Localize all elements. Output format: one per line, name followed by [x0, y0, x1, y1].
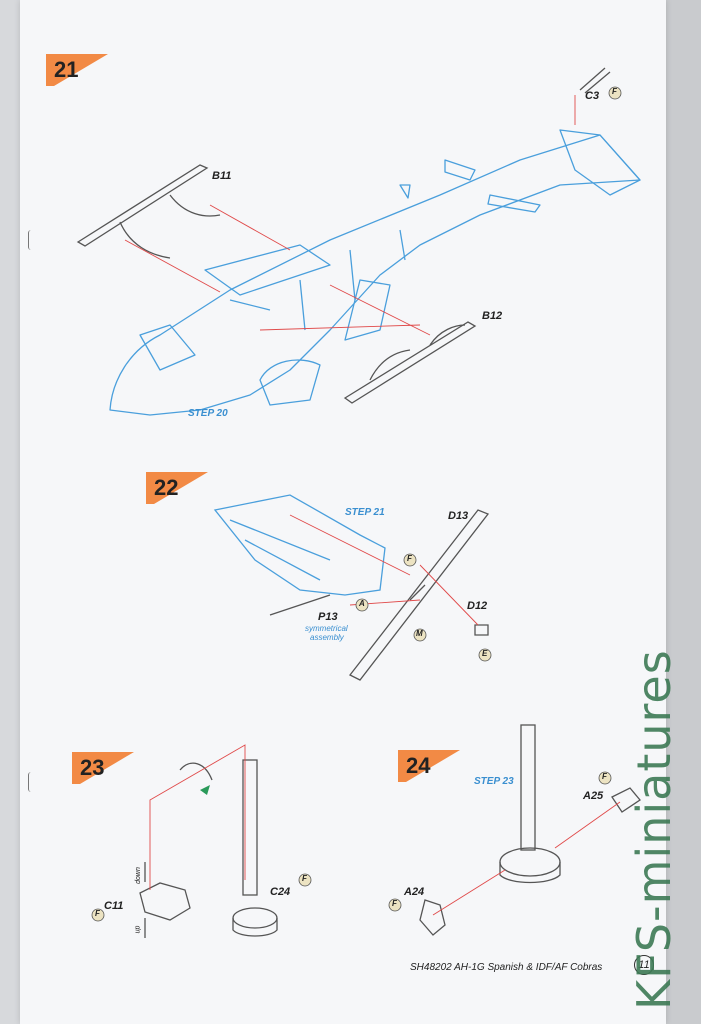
step-22-number: 22 — [154, 475, 179, 500]
flag-shape — [398, 750, 460, 782]
rotor-mast-parts — [139, 759, 278, 938]
helicopter-fuselage-drawing — [109, 129, 641, 416]
mast-assembly-parts — [419, 724, 641, 936]
part-label-a25: A25 — [583, 790, 604, 802]
step-24-reference: STEP 23 — [474, 776, 514, 787]
part-label-c11: C11 — [104, 900, 124, 912]
step-23-number: 23 — [80, 755, 105, 780]
direction-up: up — [134, 925, 142, 934]
step-22-flag: 22 — [146, 472, 208, 504]
flag-shape — [146, 472, 208, 504]
part-label-a24: A24 — [404, 886, 425, 898]
symmetrical-note-line1: symmetrical — [305, 624, 348, 633]
instruction-sheet — [20, 0, 666, 1024]
binding-clip — [28, 230, 35, 250]
part-label-b12: B12 — [482, 310, 503, 322]
page-number: 11 — [634, 955, 654, 975]
step-21-flag: 21 — [46, 54, 108, 86]
paint-code-p13: A — [359, 599, 365, 608]
symmetrical-note-line2: assembly — [310, 633, 344, 642]
step-24-number: 24 — [406, 753, 431, 778]
part-label-p13: P13 — [318, 611, 338, 623]
assembly-guide-lines — [124, 95, 621, 916]
step-21-reference: STEP 20 — [188, 408, 228, 419]
paint-code-a24: F — [392, 899, 397, 908]
part-label-c24: C24 — [270, 886, 291, 898]
paint-code-a25: F — [602, 772, 607, 781]
part-label-d12: D12 — [467, 600, 488, 612]
paint-code-mid: M — [416, 629, 423, 638]
skid-parts — [76, 67, 611, 404]
direction-down: down — [134, 867, 142, 884]
background — [666, 0, 701, 1024]
binding-clip — [28, 772, 35, 792]
flag-shape — [72, 752, 134, 784]
footer-product-name: SH48202 AH-1G Spanish & IDF/AF Cobras — [410, 962, 603, 973]
paint-code-c11: F — [95, 909, 100, 918]
step-24-flag: 24 — [398, 750, 460, 782]
step-23-flag: 23 — [72, 752, 134, 784]
paint-code-c3: F — [612, 87, 617, 96]
paint-code-d12: E — [482, 649, 488, 658]
step-22-reference: STEP 21 — [345, 507, 385, 518]
watermark: KFS-miniatures — [627, 649, 681, 1010]
step-21-number: 21 — [54, 57, 79, 82]
part-label-c3: C3 — [585, 90, 600, 102]
flag-shape — [46, 54, 108, 86]
direction-arrow-icon — [200, 785, 210, 795]
tail-boom-drawing — [213, 494, 386, 596]
part-label-d13: D13 — [448, 510, 469, 522]
tail-rotor-parts — [269, 509, 490, 681]
paint-code-top: F — [407, 554, 412, 563]
paint-code-c24: F — [302, 874, 307, 883]
part-label-b11: B11 — [212, 170, 232, 182]
